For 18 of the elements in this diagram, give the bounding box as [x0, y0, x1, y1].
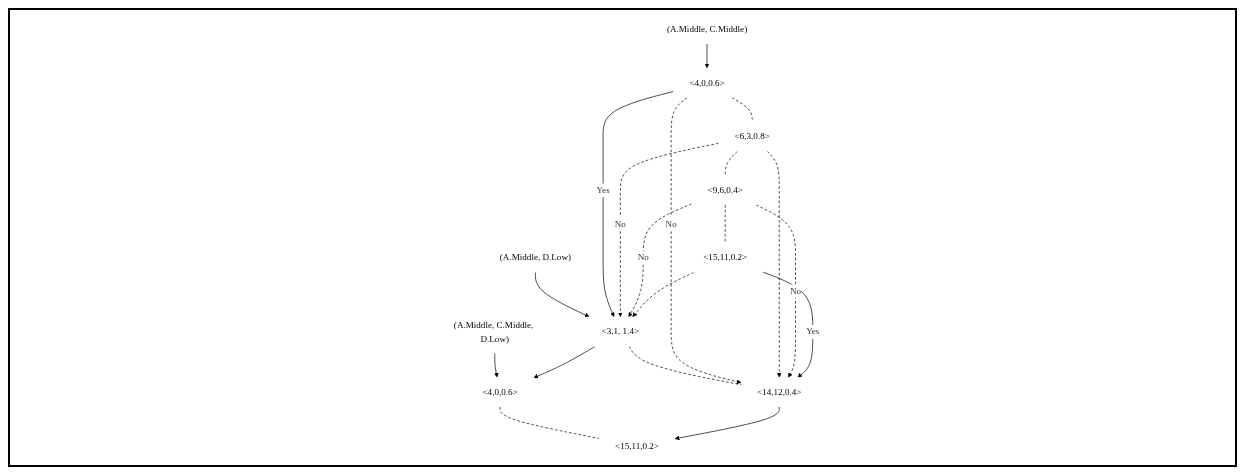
connector: [731, 97, 753, 123]
node-text: <14,12,0.4>: [757, 386, 802, 398]
node-text: (A.Middle, D.Low): [500, 252, 572, 263]
node-text: (A.Middle, C.Middle, D.Low): [454, 319, 534, 344]
node-text: <6,3,0.8>: [734, 131, 771, 142]
node-text: <4,0,0.6>: [482, 386, 518, 398]
node-text: <9,6,0.4>: [707, 184, 743, 196]
node-text: (A.Middle, C.Middle): [667, 23, 748, 35]
edge-label: No: [614, 218, 627, 229]
node-text: <15,11,0.2>: [615, 440, 660, 451]
node-text: <3,1, 1.4>: [601, 326, 640, 337]
edge-label: No: [665, 218, 677, 229]
edge-label: Yes: [596, 184, 610, 196]
edge-label: No: [637, 252, 649, 263]
node-text: <15,11,0.2>: [703, 252, 748, 263]
edge-label: No: [790, 285, 802, 297]
node-text: <4,0,0.6>: [689, 77, 725, 88]
edge-label: Yes: [806, 326, 820, 337]
